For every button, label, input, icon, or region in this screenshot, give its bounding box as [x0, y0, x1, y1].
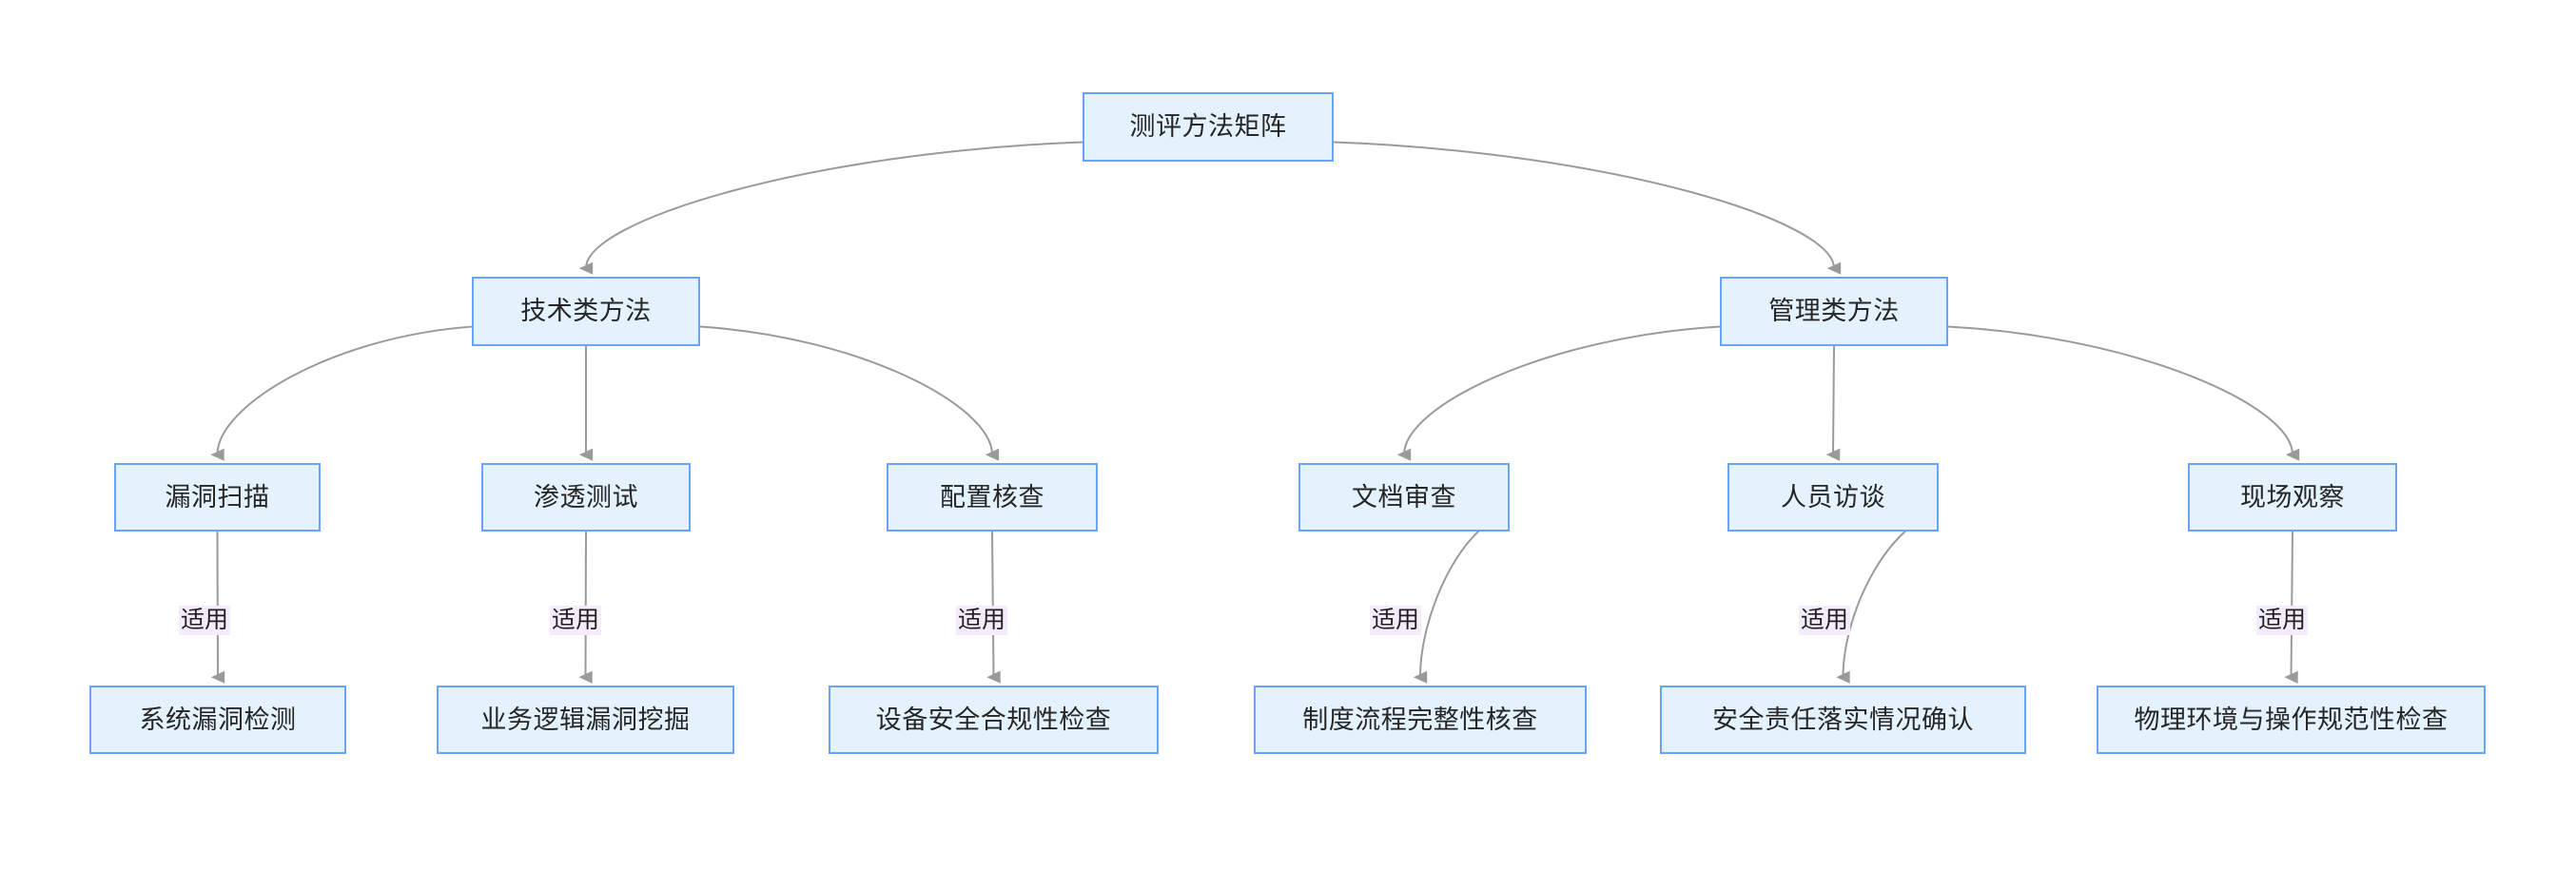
node-label: 人员访谈: [1781, 482, 1885, 512]
node-o6[interactable]: 物理环境与操作规范性检查: [2097, 686, 2486, 754]
node-label: 管理类方法: [1768, 297, 1900, 325]
edge-label-m2-to-o5: 适用: [1799, 606, 1851, 635]
node-label: 现场观察: [2240, 482, 2345, 512]
node-label: 设备安全合规性检查: [875, 705, 1112, 734]
edge-mgmt-to-m1: [1396, 325, 1721, 461]
node-t1[interactable]: 漏洞扫描: [114, 463, 321, 532]
edge-m2-to-o5: [1836, 511, 1940, 684]
node-label: 安全责任落实情况确认: [1712, 705, 1974, 734]
node-root[interactable]: 测评方法矩阵: [1083, 92, 1334, 162]
node-m2[interactable]: 人员访谈: [1727, 463, 1939, 532]
node-label: 配置核查: [940, 482, 1044, 512]
edge-label-t1-to-o1: 适用: [179, 606, 231, 635]
node-label: 业务逻辑漏洞挖掘: [480, 705, 691, 734]
node-t3[interactable]: 配置核查: [887, 463, 1098, 532]
node-label: 系统漏洞检测: [139, 705, 297, 734]
node-label: 漏洞扫描: [165, 482, 270, 512]
node-m3[interactable]: 现场观察: [2188, 463, 2397, 532]
node-o5[interactable]: 安全责任落实情况确认: [1660, 686, 2026, 754]
node-t2[interactable]: 渗透测试: [481, 463, 691, 532]
edge-tech-to-t1: [210, 325, 473, 461]
edge-label-t3-to-o3: 适用: [956, 606, 1008, 635]
edge-tech-to-t3: [699, 325, 1000, 461]
node-tech[interactable]: 技术类方法: [472, 277, 700, 346]
edge-mgmt-to-m3: [1947, 325, 2300, 461]
edge-mgmt-to-m2: [1825, 345, 1841, 461]
edge-m3-to-o6: [2284, 531, 2298, 684]
node-label: 文档审查: [1352, 482, 1456, 512]
node-mgmt[interactable]: 管理类方法: [1720, 277, 1948, 346]
node-label: 测评方法矩阵: [1129, 112, 1287, 141]
edge-label-t2-to-o2: 适用: [550, 606, 602, 635]
edge-t1-to-o1: [210, 531, 225, 684]
node-label: 技术类方法: [520, 297, 652, 325]
edge-t3-to-o3: [986, 531, 1001, 684]
node-o2[interactable]: 业务逻辑漏洞挖掘: [437, 686, 734, 754]
node-o3[interactable]: 设备安全合规性检查: [829, 686, 1159, 754]
edge-m1-to-o4: [1413, 511, 1511, 684]
node-label: 制度流程完整性核查: [1302, 705, 1538, 734]
node-label: 物理环境与操作规范性检查: [2134, 705, 2449, 734]
edge-root-to-mgmt: [1333, 141, 1842, 275]
edge-t2-to-o2: [578, 531, 593, 684]
edge-label-m3-to-o6: 适用: [2256, 606, 2309, 635]
node-m1[interactable]: 文档审查: [1298, 463, 1510, 532]
node-label: 渗透测试: [534, 482, 638, 512]
edge-label-m1-to-o4: 适用: [1370, 606, 1422, 635]
edge-root-to-tech: [578, 141, 1083, 275]
node-o1[interactable]: 系统漏洞检测: [89, 686, 346, 754]
node-o4[interactable]: 制度流程完整性核查: [1254, 686, 1587, 754]
